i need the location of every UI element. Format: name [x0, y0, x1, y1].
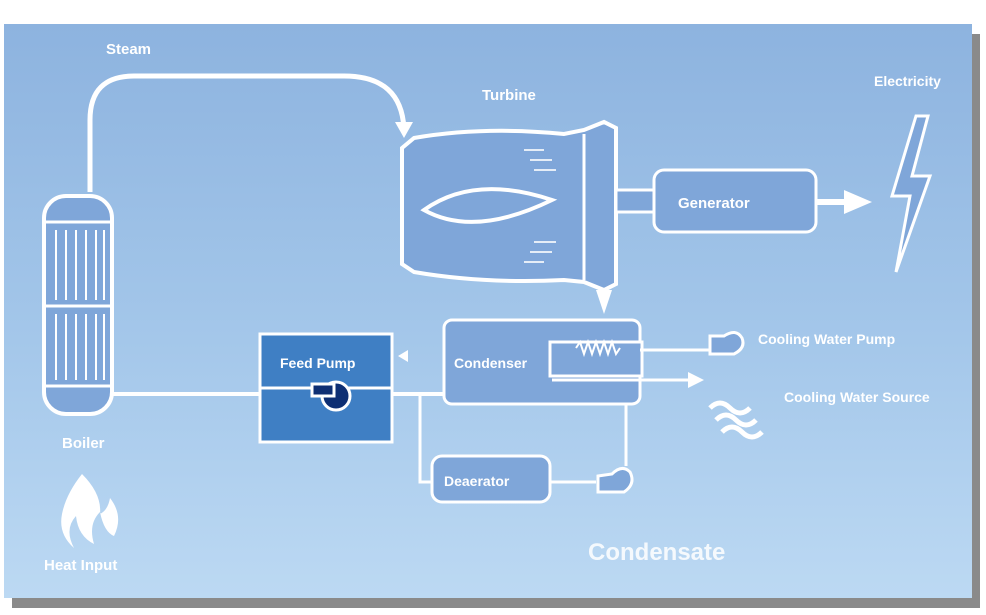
flame-icon	[61, 474, 119, 548]
exhaust-arrow	[596, 290, 612, 314]
turbine	[400, 119, 618, 293]
cooling-source-arrow	[688, 372, 704, 388]
deaerator-label: Deaerator	[444, 473, 510, 489]
lightning-icon	[889, 114, 933, 273]
pump-icon	[310, 380, 352, 412]
power-plant-diagram: Steam Turbine Electricity Generator Boil…	[4, 24, 972, 598]
water-waves-icon	[708, 400, 764, 440]
condenser-label: Condenser	[454, 355, 528, 371]
steam-pipe	[87, 73, 407, 192]
turbine-label: Turbine	[482, 87, 536, 104]
generator-label: Generator	[678, 195, 750, 212]
boiler	[42, 194, 114, 416]
steam-arrow	[395, 122, 413, 138]
steam-label: Steam	[106, 41, 151, 58]
electricity-label: Electricity	[874, 73, 941, 89]
feed-arrow-icon	[398, 350, 408, 362]
electricity-arrow	[844, 190, 872, 214]
condensate-label: Condensate	[588, 539, 725, 566]
condensate-return-line	[548, 404, 628, 484]
condenser	[442, 318, 644, 406]
deaerator-line	[418, 394, 434, 484]
pump-icon	[708, 331, 745, 356]
boiler-label: Boiler	[62, 435, 105, 452]
cooling-water-pump-label: Cooling Water Pump	[758, 331, 895, 347]
feed-pump-label: Feed Pump	[280, 355, 355, 371]
cooling-water-source-label: Cooling Water Source	[784, 389, 930, 405]
deaerator-box	[430, 454, 552, 504]
pump-icon	[596, 467, 634, 494]
diagram-canvas: Steam Turbine Electricity Generator Boil…	[42, 41, 941, 574]
turbine-shaft	[614, 188, 658, 214]
heat-input-label: Heat Input	[44, 557, 117, 574]
